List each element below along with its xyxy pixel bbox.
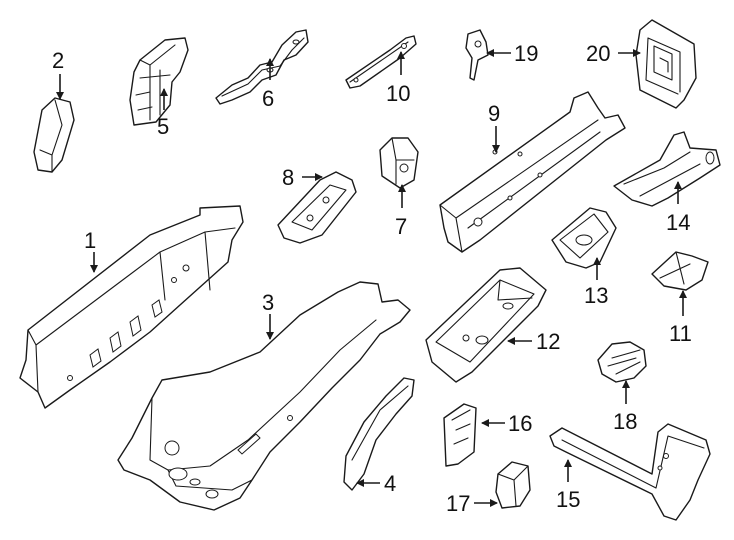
callout-4: 4 [384, 471, 396, 496]
part-13-mount[interactable] [551, 207, 617, 269]
part-5-reinforcement[interactable] [129, 37, 189, 126]
callout-9: 9 [488, 101, 500, 126]
part-10-strip[interactable] [345, 35, 417, 89]
part-15-side-rail[interactable] [549, 423, 711, 521]
callout-5: 5 [157, 114, 169, 139]
callout-labels: 1 2 3 4 5 6 7 8 9 10 11 12 13 14 15 16 1… [52, 41, 692, 516]
part-11-bracket[interactable] [651, 251, 709, 291]
callout-14: 14 [666, 210, 690, 235]
callout-12: 12 [536, 329, 560, 354]
callout-2: 2 [52, 48, 64, 73]
part-1-frame-rail[interactable] [19, 205, 244, 409]
part-12-crossmember[interactable] [425, 267, 547, 383]
callout-7: 7 [395, 214, 407, 239]
callout-8: 8 [282, 165, 294, 190]
leader-lines [56, 49, 687, 507]
callout-10: 10 [386, 81, 410, 106]
part-9-main-rail[interactable] [439, 91, 626, 253]
callout-15: 15 [556, 487, 580, 512]
callout-17: 17 [446, 491, 470, 516]
callout-20: 20 [586, 41, 610, 66]
part-17-block[interactable] [495, 461, 531, 509]
part-4-curved-reinforcement[interactable] [343, 377, 415, 491]
callout-3: 3 [262, 290, 274, 315]
part-8-plate[interactable] [277, 171, 357, 244]
callout-16: 16 [508, 411, 532, 436]
part-7-bracket[interactable] [379, 137, 419, 189]
callout-1: 1 [84, 228, 96, 253]
callout-6: 6 [262, 86, 274, 111]
part-2-bracket[interactable] [33, 97, 75, 173]
callout-13: 13 [584, 283, 608, 308]
part-20-mount-plate[interactable] [635, 19, 697, 109]
part-16-bracket[interactable] [443, 403, 477, 467]
part-18-grommet[interactable] [597, 341, 647, 383]
callout-19: 19 [514, 41, 538, 66]
part-14-bracket-assembly[interactable] [613, 131, 721, 207]
callout-18: 18 [613, 409, 637, 434]
part-19-clip[interactable] [465, 29, 489, 81]
callout-11: 11 [669, 321, 692, 346]
part-3-inner-rail[interactable] [117, 281, 411, 511]
